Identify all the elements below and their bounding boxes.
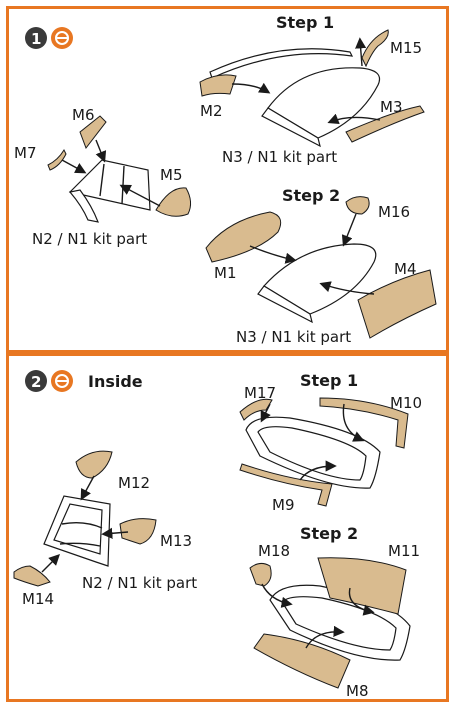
label-m7: M7 xyxy=(14,144,37,162)
mask-m9 xyxy=(239,463,333,507)
section-1-header: 1 xyxy=(25,27,73,49)
mask-m16 xyxy=(345,196,370,215)
label-m14: M14 xyxy=(22,590,54,608)
label-m3: M3 xyxy=(380,98,403,116)
mask-m6 xyxy=(79,115,107,150)
mask-m11 xyxy=(317,557,407,615)
mask-m5 xyxy=(155,187,192,217)
label-m13: M13 xyxy=(160,532,192,550)
s1-step2-title: Step 2 xyxy=(282,186,340,205)
s2-left-windscreen xyxy=(43,495,111,567)
label-m16: M16 xyxy=(378,203,410,221)
mask-m3 xyxy=(345,105,425,143)
mask-m12 xyxy=(75,450,113,479)
label-m8: M8 xyxy=(346,682,369,700)
section-number: 1 xyxy=(31,30,41,48)
label-m11: M11 xyxy=(388,542,420,560)
label-m17: M17 xyxy=(244,384,276,402)
step-number-badge xyxy=(25,370,47,392)
s1-step1-part: N3 / N1 kit part xyxy=(222,148,337,166)
section-2-title: Inside xyxy=(88,372,143,391)
mask-m8 xyxy=(253,633,351,689)
label-m4: M4 xyxy=(394,260,417,278)
s1-step2-part: N3 / N1 kit part xyxy=(236,328,351,346)
label-m6: M6 xyxy=(72,106,95,124)
mask-m4 xyxy=(357,269,437,339)
mask-m7 xyxy=(47,148,67,171)
mask-m15 xyxy=(361,29,389,68)
s1-step1-title: Step 1 xyxy=(276,13,334,32)
label-m10: M10 xyxy=(390,394,422,412)
outside-icon xyxy=(51,27,73,49)
section-2-header: 2 Inside xyxy=(25,370,143,392)
label-m15: M15 xyxy=(390,39,422,57)
s2-step1-title: Step 1 xyxy=(300,371,358,390)
label-m2: M2 xyxy=(200,102,223,120)
inside-icon xyxy=(51,370,73,392)
mask-m13 xyxy=(119,518,157,545)
label-m1: M1 xyxy=(214,264,237,282)
s2-left-part: N2 / N1 kit part xyxy=(82,574,197,592)
s2-step1-frame xyxy=(245,416,381,489)
mask-m10 xyxy=(319,397,409,449)
step-number-badge xyxy=(25,27,47,49)
s1-left-part: N2 / N1 kit part xyxy=(32,230,147,248)
s1-step1-canopy xyxy=(209,48,381,148)
s2-step2-title: Step 2 xyxy=(300,524,358,543)
mask-m1 xyxy=(205,211,282,263)
section-number: 2 xyxy=(31,373,41,391)
label-m12: M12 xyxy=(118,474,150,492)
s1-step2-canopy xyxy=(257,243,377,324)
mask-m2 xyxy=(199,74,237,97)
mask-m14 xyxy=(13,565,51,587)
s1-left-windscreen xyxy=(68,159,151,223)
label-m9: M9 xyxy=(272,496,295,514)
label-m18: M18 xyxy=(258,542,290,560)
label-m5: M5 xyxy=(160,166,183,184)
mask-m18 xyxy=(249,562,272,587)
